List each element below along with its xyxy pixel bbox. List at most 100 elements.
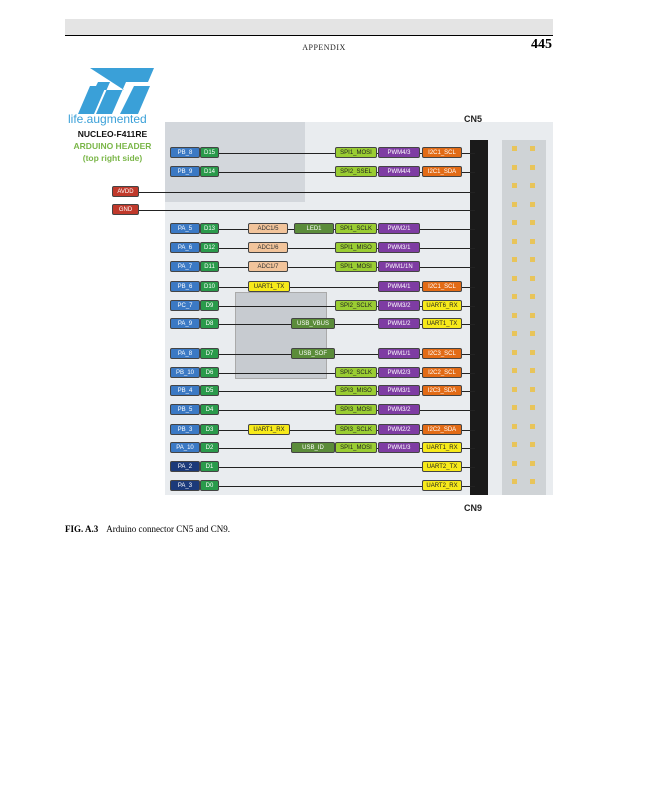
cn10-header [502, 140, 546, 495]
pin-label-pin: PB_3 [170, 424, 200, 435]
pin-label-led: LED1 [294, 223, 334, 234]
pin-label-pwm: PWM3/2 [378, 404, 420, 415]
header-pin [530, 183, 535, 188]
header-pin [512, 183, 517, 188]
pin-label-pin: PB_9 [170, 166, 200, 177]
pin-label-uart2: UART2_RX [422, 480, 462, 491]
pin-label-ard: D9 [200, 300, 219, 311]
header-pin [512, 349, 517, 355]
pin-label-pwm: PWM3/1 [378, 385, 420, 396]
pin-label-pin: PA_8 [170, 348, 200, 359]
pin-row: GND [65, 204, 485, 216]
pin-label-uart2: UART2_TX [422, 461, 462, 472]
page-number: 445 [531, 37, 552, 52]
header-pin [530, 479, 535, 484]
pin-connector-line [200, 467, 475, 468]
header-pin [512, 386, 517, 392]
pin-label-pwm: PWM2/3 [378, 367, 420, 378]
pin-label-spi: SPI1_MOSI [335, 261, 377, 272]
pin-label-pwm: PWM4/3 [378, 147, 420, 158]
pin-label-pwm: PWM1/3 [378, 442, 420, 453]
pin-label-ard: D14 [200, 166, 219, 177]
pin-label-pinD: PA_3 [170, 480, 200, 491]
header-pin [530, 275, 535, 281]
pin-label-ard: D6 [200, 367, 219, 378]
pin-label-pin: PA_5 [170, 223, 200, 234]
pin-label-pwm: PWM2/1 [378, 223, 420, 234]
pin-label-pin: PA_9 [170, 318, 200, 329]
pin-label-usb: USB_SOF [291, 348, 335, 359]
pin-label-spi: SPI3_SCLK [335, 424, 377, 435]
header-subtitle: (top right side) [82, 153, 143, 163]
pin-label-pin: PA_10 [170, 442, 200, 453]
header-pin [530, 423, 535, 429]
pin-label-pin: PA_7 [170, 261, 200, 272]
pinout-figure: life.augmented NUCLEO-F411RE ARDUINO HEA… [65, 62, 553, 513]
header-pin [530, 220, 535, 225]
pin-label-ard: D3 [200, 424, 219, 435]
pin-label-ard: D12 [200, 242, 219, 253]
pin-label-spi: SPI2_SSEL [335, 166, 377, 177]
pin-label-uart2: UART1_RX [422, 442, 462, 453]
pin-label-adc: ADC1/6 [248, 242, 288, 253]
pin-label-i2c: I2C1_SCL [422, 281, 462, 292]
pin-label-uart: UART1_TX [248, 281, 290, 292]
board-name: NUCLEO-F411RE [77, 129, 148, 139]
pin-label-i2c: I2C1_SCL [422, 147, 462, 158]
pin-label-spi: SPI3_MISO [335, 385, 377, 396]
header-pin [512, 294, 517, 299]
pin-label-ard: D7 [200, 348, 219, 359]
pin-label-pwm: PWM1/2 [378, 318, 420, 329]
top-bar [65, 19, 553, 35]
pin-label-pwm: PWM3/1 [378, 242, 420, 253]
pin-label-pwr: AVDD [112, 186, 139, 197]
pin-connector-line [200, 486, 475, 487]
header-pin [530, 331, 535, 336]
header-pin [530, 257, 535, 262]
header-pin [512, 201, 517, 207]
pin-label-spi: SPI1_MOSI [335, 147, 377, 158]
cn9-label: CN9 [464, 503, 483, 513]
pin-label-pwm: PWM1/1 [378, 348, 420, 359]
header-title: ARDUINO HEADER [73, 141, 152, 151]
header-pin [512, 275, 517, 281]
st-logo [78, 68, 154, 114]
header-pin [512, 460, 517, 466]
pin-label-spi: SPI1_SCLK [335, 223, 377, 234]
pin-label-ard: D11 [200, 261, 219, 272]
pin-label-pinD: PA_2 [170, 461, 200, 472]
header-pin [512, 423, 517, 429]
pin-label-adc: ADC1/5 [248, 223, 288, 234]
pin-label-i2c: I2C2_SDA [422, 424, 462, 435]
pin-label-pin: PB_5 [170, 404, 200, 415]
pin-label-pin: PC_7 [170, 300, 200, 311]
header-pin [512, 238, 517, 244]
header-pin [512, 164, 517, 170]
caption-label: FIG. A.3 [65, 524, 99, 534]
pin-label-ard: D1 [200, 461, 219, 472]
logo-tagline: life.augmented [68, 112, 147, 126]
pin-label-uart2: UART6_RX [422, 300, 462, 311]
pin-label-i2c: I2C1_SDA [422, 166, 462, 177]
pin-label-usb: USB_ID [291, 442, 335, 453]
pin-label-pwm: PWM4/1 [378, 281, 420, 292]
header-pin [530, 368, 535, 373]
pin-label-spi: SPI1_MISO [335, 242, 377, 253]
header-pin [530, 164, 535, 170]
pin-label-spi: SPI1_MOSI [335, 442, 377, 453]
pin-label-i2c: I2C3_SDA [422, 385, 462, 396]
pin-label-uart2: UART1_TX [422, 318, 462, 329]
running-head: APPENDIX [302, 43, 346, 52]
